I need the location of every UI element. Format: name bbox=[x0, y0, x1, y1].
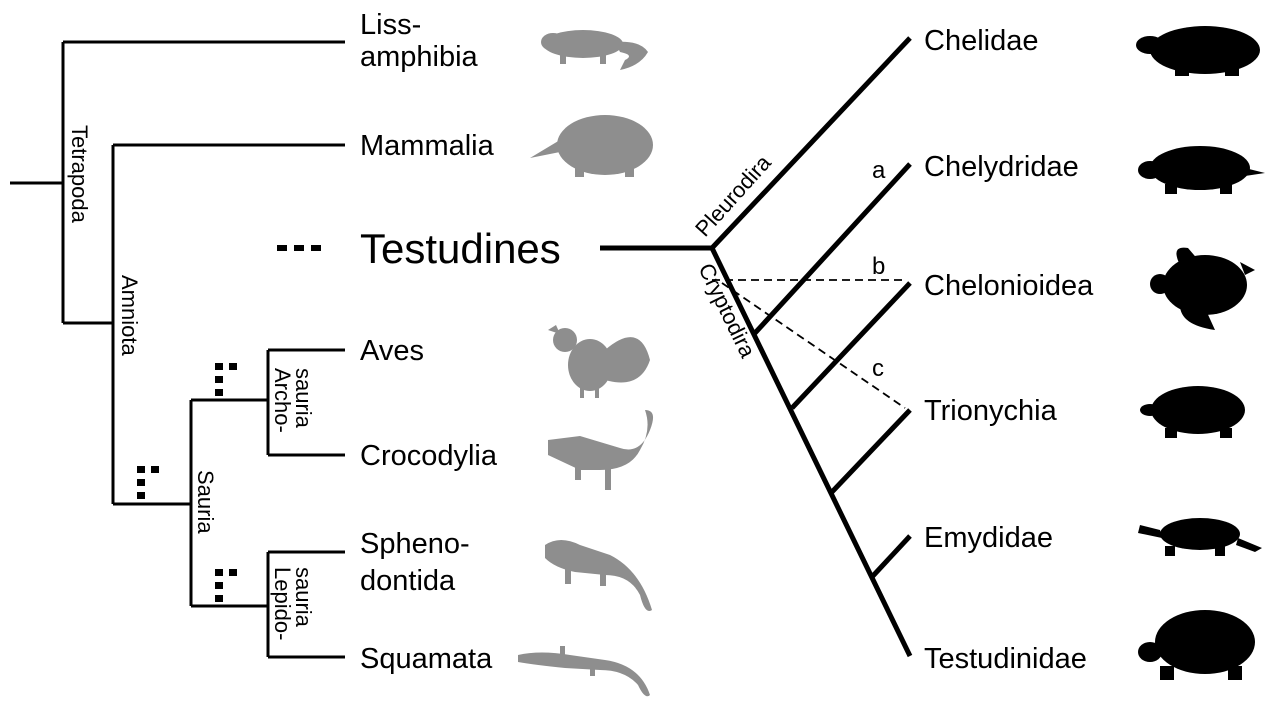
emydidae-branch bbox=[871, 536, 910, 578]
taxon-label-mammalia: Mammalia bbox=[360, 130, 495, 162]
marker-a: a bbox=[872, 157, 886, 184]
taxon-label-testudines: Testudines bbox=[360, 225, 561, 272]
crocodile-silhouette bbox=[548, 410, 653, 490]
pond-turtle-silhouette bbox=[1138, 518, 1262, 556]
placement-dash bbox=[151, 466, 159, 473]
placement-dash bbox=[137, 492, 145, 499]
taxon-label-emydidae: Emydidae bbox=[924, 522, 1053, 554]
sea-turtle-silhouette bbox=[1150, 248, 1255, 330]
salamander-silhouette bbox=[541, 30, 648, 70]
taxon-label-chelydridae: Chelydridae bbox=[924, 151, 1079, 183]
taxon-label-sphenodontida: Spheno- bbox=[360, 528, 470, 560]
taxon-label-lissamphibia: amphibia bbox=[360, 41, 479, 73]
testudines-dash bbox=[294, 245, 304, 251]
taxon-label-testudinidae: Testudinidae bbox=[924, 643, 1087, 675]
placement-dash bbox=[215, 569, 223, 576]
clade-label-sauria: Sauria bbox=[193, 470, 218, 534]
softshell-turtle-silhouette bbox=[1140, 386, 1245, 438]
placement-dash bbox=[215, 363, 223, 370]
clade-label-tetrapoda: Tetrapoda bbox=[67, 125, 92, 224]
tuatara-silhouette bbox=[545, 540, 652, 611]
placement-dash bbox=[215, 595, 223, 602]
taxon-label-crocodylia: Crocodylia bbox=[360, 440, 498, 472]
pleurodira-branch bbox=[712, 38, 910, 248]
placement-dash bbox=[215, 389, 223, 396]
lizard-silhouette bbox=[518, 646, 650, 696]
taxon-label-squamata: Squamata bbox=[360, 643, 493, 675]
marker-c: c bbox=[872, 355, 884, 382]
clade-label-archosauria: sauria bbox=[291, 368, 316, 429]
taxon-label-chelidae: Chelidae bbox=[924, 25, 1038, 57]
clade-label-amniota: Amniota bbox=[117, 275, 142, 356]
placement-dash bbox=[215, 582, 223, 589]
placement-dash bbox=[137, 466, 145, 473]
testudines-dash bbox=[277, 245, 287, 251]
chelonioidea-branch bbox=[792, 283, 910, 408]
tortoise-silhouette bbox=[1138, 610, 1255, 680]
marker-b: b bbox=[872, 253, 885, 280]
placement-dash bbox=[229, 363, 237, 370]
taxon-label-aves: Aves bbox=[360, 335, 424, 367]
taxon-label-sphenodontida: dontida bbox=[360, 565, 456, 597]
cryptodira-branch bbox=[712, 248, 910, 656]
left-tree-branches bbox=[10, 42, 345, 657]
placement-dash bbox=[229, 569, 237, 576]
taxon-label-lissamphibia: Liss- bbox=[360, 9, 421, 41]
rooster-silhouette bbox=[548, 325, 650, 398]
taxon-label-trionychia: Trionychia bbox=[924, 395, 1058, 427]
echidna-silhouette bbox=[530, 115, 653, 177]
snapping-turtle-silhouette bbox=[1138, 146, 1265, 194]
testudines-dash bbox=[311, 245, 321, 251]
trionychia-branch bbox=[831, 410, 910, 493]
clade-label-lepidosauria: sauria bbox=[291, 567, 316, 628]
taxon-label-chelonioidea: Chelonioidea bbox=[924, 270, 1094, 302]
placement-dash bbox=[215, 376, 223, 383]
sideneck-turtle-silhouette bbox=[1136, 26, 1260, 76]
placement-dash bbox=[137, 479, 145, 486]
